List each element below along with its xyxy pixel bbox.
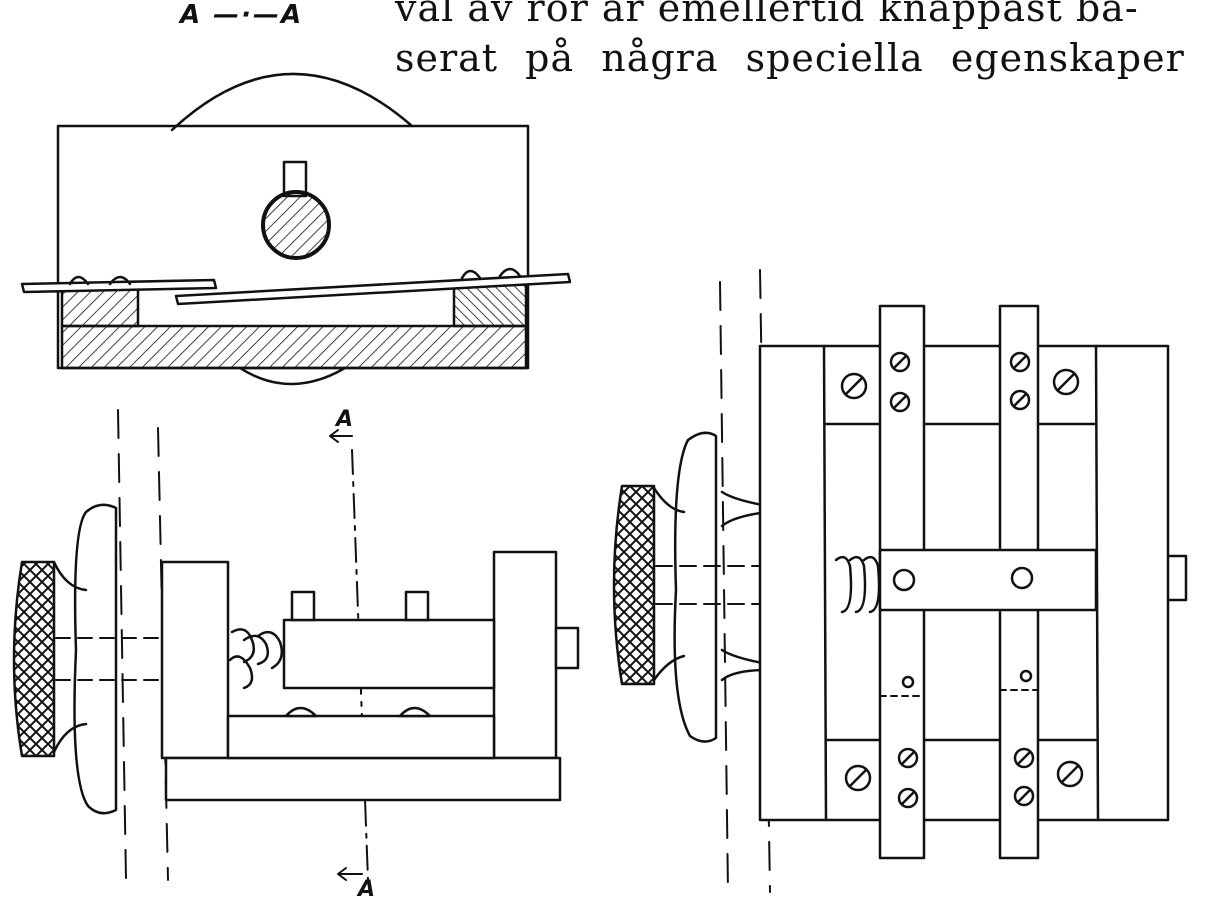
- rivet: [460, 269, 482, 280]
- knurled-knob: [612, 484, 656, 686]
- centerline: [117, 409, 127, 881]
- left-upright: [160, 560, 230, 760]
- screw: [1013, 747, 1035, 769]
- contact-pin: [290, 590, 316, 622]
- small-hole: [901, 675, 915, 689]
- screw: [1056, 760, 1084, 788]
- left-block-section: [60, 284, 140, 328]
- section-arrow-head: [337, 867, 347, 881]
- section-line-label: A —·—A: [180, 0, 304, 30]
- slider-bar: [878, 548, 1098, 612]
- knob-body: [73, 503, 118, 815]
- side-view: [12, 409, 580, 881]
- right-block-section: [452, 280, 528, 328]
- screw: [889, 351, 911, 373]
- rivet: [398, 706, 432, 718]
- knob-body: [673, 431, 718, 743]
- knob-neck: [52, 560, 88, 754]
- screw: [840, 372, 868, 400]
- carriage-plate: [226, 714, 496, 760]
- rivet: [284, 706, 318, 718]
- right-contact-spring: [174, 272, 572, 306]
- coil-spring: [834, 555, 881, 614]
- slider-hole: [1010, 566, 1034, 590]
- screw: [897, 747, 919, 769]
- screw: [844, 764, 872, 792]
- slider-hole: [892, 568, 916, 592]
- section-mark-bottom: A: [356, 877, 375, 899]
- knob-neck: [652, 486, 686, 682]
- base-bar: [164, 756, 562, 802]
- rivet: [108, 275, 132, 286]
- rivet: [498, 267, 522, 278]
- rivet: [68, 275, 90, 286]
- section-line-aa: [351, 449, 369, 881]
- contact-pin: [404, 590, 430, 622]
- base-plate-section: [60, 324, 528, 370]
- right-upright: [492, 550, 558, 760]
- section-view: [20, 72, 572, 386]
- coil-spring: [228, 628, 283, 690]
- screw: [1052, 368, 1080, 396]
- small-hole: [1019, 669, 1033, 683]
- text-line-2: serat på några speciella egenskaper: [395, 36, 1185, 80]
- plan-view: [612, 269, 1188, 893]
- text-line-1: val av rör är emellertid knappast ba-: [395, 0, 1139, 30]
- roller-top-arc: [170, 72, 414, 132]
- slider-block: [282, 618, 496, 690]
- centerline: [719, 281, 729, 893]
- section-arrow-head: [329, 429, 339, 443]
- left-contact-spring: [20, 278, 218, 294]
- screw: [1009, 351, 1031, 373]
- shaft-section: [261, 190, 331, 260]
- screw: [1013, 785, 1035, 807]
- text-header: A —·—A val av rör är emellertid knappast…: [180, 0, 1200, 90]
- screw: [1009, 389, 1031, 411]
- knurled-knob: [12, 560, 56, 758]
- screw: [889, 391, 911, 413]
- axle-end: [554, 626, 580, 670]
- section-mark-top: A: [334, 407, 353, 432]
- screw: [897, 787, 919, 809]
- roller-bottom-arc: [238, 366, 347, 386]
